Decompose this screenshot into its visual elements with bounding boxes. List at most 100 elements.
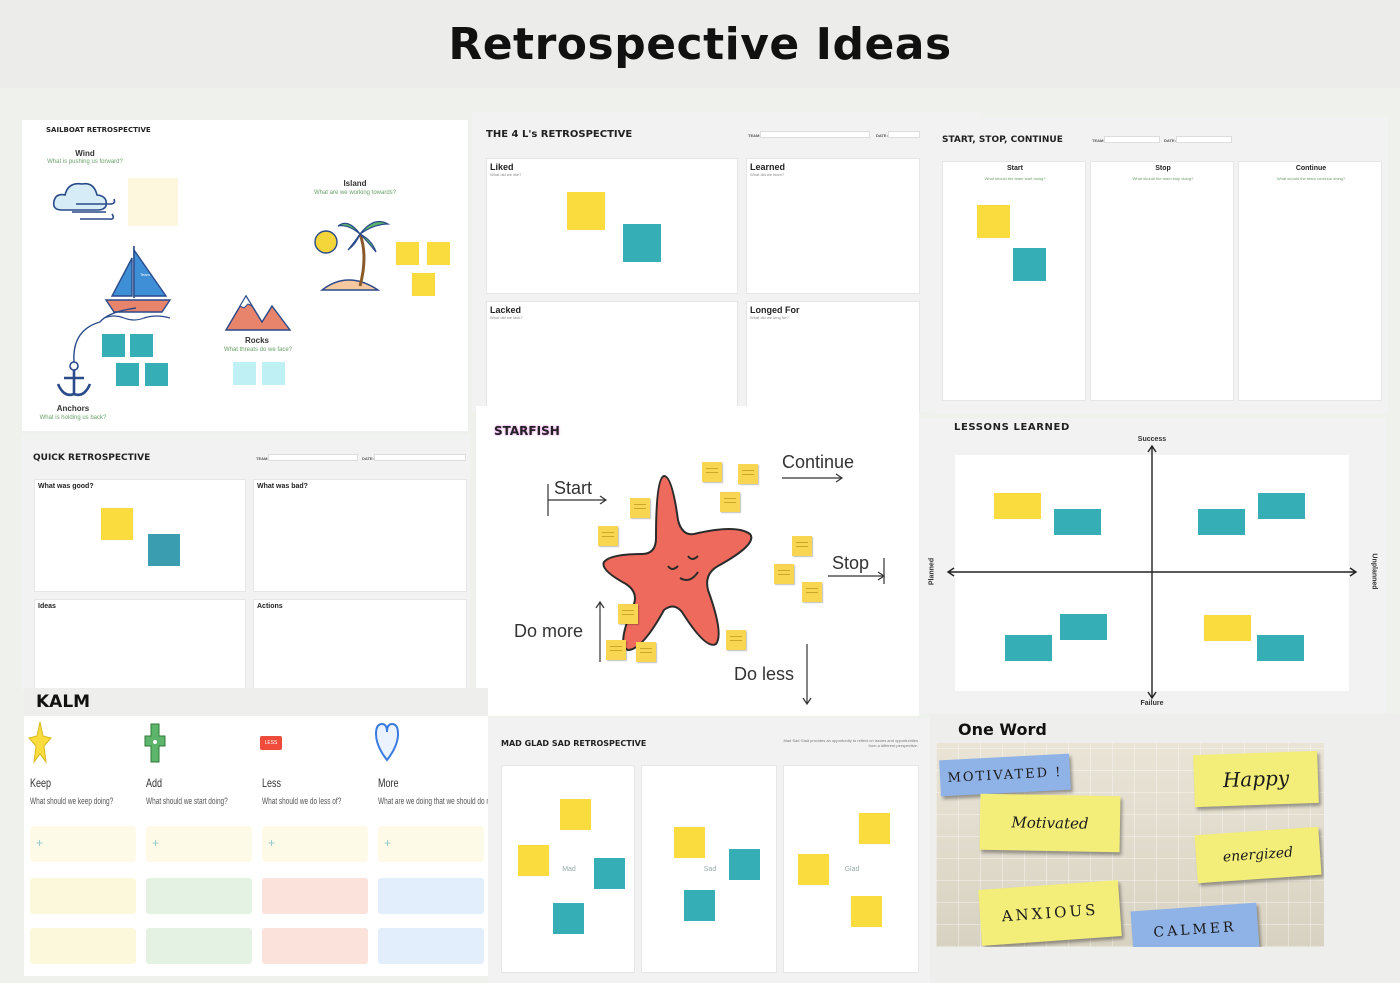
quick-date-field[interactable] bbox=[374, 454, 466, 461]
liked-note[interactable] bbox=[567, 192, 605, 230]
start-note[interactable] bbox=[977, 205, 1010, 238]
star-icon bbox=[28, 721, 52, 764]
continue-box[interactable]: Continue What should the team continue d… bbox=[1238, 161, 1382, 401]
starfish-note[interactable] bbox=[606, 640, 626, 660]
sad-note[interactable] bbox=[729, 849, 760, 880]
stop-box[interactable]: Stop What should the team stop doing? bbox=[1090, 161, 1234, 401]
starfish-note[interactable] bbox=[720, 492, 740, 512]
quick-retro-panel[interactable]: QUICK RETROSPECTIVE TEAM: DATE: What was… bbox=[22, 435, 470, 691]
less-card[interactable] bbox=[262, 878, 368, 914]
rocks-note[interactable] bbox=[233, 362, 256, 385]
anchor-note[interactable] bbox=[145, 363, 168, 386]
one-word-note[interactable]: energized bbox=[1194, 826, 1322, 884]
lessons-note[interactable] bbox=[1054, 509, 1101, 535]
glad-note[interactable] bbox=[859, 813, 890, 844]
anchor-note[interactable] bbox=[116, 363, 139, 386]
mgs-panel[interactable]: MAD GLAD SAD RETROSPECTIVE Mad Sad Glad … bbox=[488, 718, 932, 983]
starfish-note[interactable] bbox=[738, 464, 758, 484]
four-ls-panel[interactable]: THE 4 L's RETROSPECTIVE TEAM: DATE: Like… bbox=[472, 112, 982, 412]
mad-note[interactable] bbox=[560, 799, 591, 830]
learned-box[interactable]: Learned What did we learn? bbox=[746, 158, 920, 294]
less-card[interactable] bbox=[262, 928, 368, 964]
one-word-note[interactable]: MOTIVATED ! bbox=[939, 753, 1071, 797]
lessons-note[interactable] bbox=[994, 493, 1041, 519]
ssc-panel[interactable]: START, STOP, CONTINUE TEAM: DATE: Start … bbox=[934, 118, 1388, 414]
lessons-note[interactable] bbox=[1198, 509, 1245, 535]
more-card[interactable] bbox=[378, 878, 484, 914]
four-ls-date-field[interactable] bbox=[888, 131, 920, 138]
ssc-team-field[interactable] bbox=[1104, 136, 1160, 143]
glad-note[interactable] bbox=[851, 896, 882, 927]
starfish-note[interactable] bbox=[726, 630, 746, 650]
lessons-note[interactable] bbox=[1257, 635, 1304, 661]
lessons-note[interactable] bbox=[1258, 493, 1305, 519]
island-note[interactable] bbox=[412, 273, 435, 296]
starfish-note[interactable] bbox=[598, 526, 618, 546]
add-add-card[interactable]: + bbox=[146, 826, 252, 862]
longed-for-box[interactable]: Longed For What did we long for? bbox=[746, 301, 920, 412]
mad-box[interactable]: Mad bbox=[501, 765, 635, 973]
anchor-note[interactable] bbox=[102, 334, 125, 357]
four-ls-team-field[interactable] bbox=[760, 131, 870, 138]
island-note[interactable] bbox=[427, 242, 450, 265]
one-word-note[interactable]: CALMER bbox=[1130, 902, 1260, 947]
less-add-card[interactable]: + bbox=[262, 826, 368, 862]
starfish-note[interactable] bbox=[792, 536, 812, 556]
mad-note[interactable] bbox=[518, 845, 549, 876]
quick-team-field[interactable] bbox=[268, 454, 358, 461]
more-add-card[interactable]: + bbox=[378, 826, 484, 862]
lacked-box[interactable]: Lacked What did we lack? bbox=[486, 301, 738, 412]
good-note[interactable] bbox=[101, 508, 133, 540]
actions-box[interactable]: Actions bbox=[253, 599, 467, 691]
lessons-panel[interactable]: LESSONS LEARNED Success Failure Planned … bbox=[920, 418, 1386, 714]
bad-box[interactable]: What was bad? bbox=[253, 479, 467, 592]
less-sub: What should we do less of? bbox=[262, 796, 342, 806]
keep-add-card[interactable]: + bbox=[30, 826, 136, 862]
glad-note[interactable] bbox=[798, 854, 829, 885]
ideas-box[interactable]: Ideas bbox=[34, 599, 246, 691]
lessons-note[interactable] bbox=[1060, 614, 1107, 640]
starfish-note[interactable] bbox=[774, 564, 794, 584]
learned-label: Learned bbox=[750, 162, 786, 172]
one-word-note[interactable]: Happy bbox=[1193, 750, 1319, 808]
more-card[interactable] bbox=[378, 928, 484, 964]
plus-icon: + bbox=[152, 836, 160, 850]
starfish-panel[interactable]: STARFISH Start Continue Stop Do more Do … bbox=[476, 406, 919, 716]
kalm-panel[interactable]: KALM LESS Keep What should we keep doing… bbox=[24, 688, 512, 976]
add-card[interactable] bbox=[146, 878, 252, 914]
keep-card[interactable] bbox=[30, 928, 136, 964]
sailboat-panel[interactable]: SAILBOAT RETROSPECTIVE Wind What is push… bbox=[22, 120, 468, 431]
island-note[interactable] bbox=[396, 242, 419, 265]
good-note[interactable] bbox=[148, 534, 180, 566]
plus-icon: + bbox=[36, 836, 44, 850]
liked-note[interactable] bbox=[623, 224, 661, 262]
glad-box[interactable]: Glad bbox=[783, 765, 919, 973]
starfish-note[interactable] bbox=[618, 604, 638, 624]
one-word-note[interactable]: Motivated bbox=[979, 793, 1121, 853]
starfish-note[interactable] bbox=[630, 498, 650, 518]
sad-note[interactable] bbox=[674, 827, 705, 858]
one-word-panel[interactable]: One Word MOTIVATED ! Motivated Happy ene… bbox=[930, 714, 1400, 983]
anchor-note[interactable] bbox=[130, 334, 153, 357]
keep-card[interactable] bbox=[30, 878, 136, 914]
wind-note-faded[interactable] bbox=[128, 178, 178, 226]
one-word-note[interactable]: ANXIOUS bbox=[978, 880, 1122, 946]
add-card[interactable] bbox=[146, 928, 252, 964]
ssc-date-field[interactable] bbox=[1176, 136, 1232, 143]
mad-note[interactable] bbox=[594, 858, 625, 889]
good-box[interactable]: What was good? bbox=[34, 479, 246, 592]
rocks-note[interactable] bbox=[262, 362, 285, 385]
less-badge-icon: LESS bbox=[260, 736, 282, 750]
liked-box[interactable]: Liked What did we like? bbox=[486, 158, 738, 294]
sad-note[interactable] bbox=[684, 890, 715, 921]
starfish-note[interactable] bbox=[802, 582, 822, 602]
heart-icon bbox=[374, 722, 400, 762]
lessons-note[interactable] bbox=[1005, 635, 1052, 661]
start-box[interactable]: Start What should the team start doing? bbox=[942, 161, 1086, 401]
mad-note[interactable] bbox=[553, 903, 584, 934]
starfish-note[interactable] bbox=[636, 642, 656, 662]
starfish-note[interactable] bbox=[702, 462, 722, 482]
sad-box[interactable]: Sad bbox=[641, 765, 777, 973]
start-note[interactable] bbox=[1013, 248, 1046, 281]
lessons-note[interactable] bbox=[1204, 615, 1251, 641]
